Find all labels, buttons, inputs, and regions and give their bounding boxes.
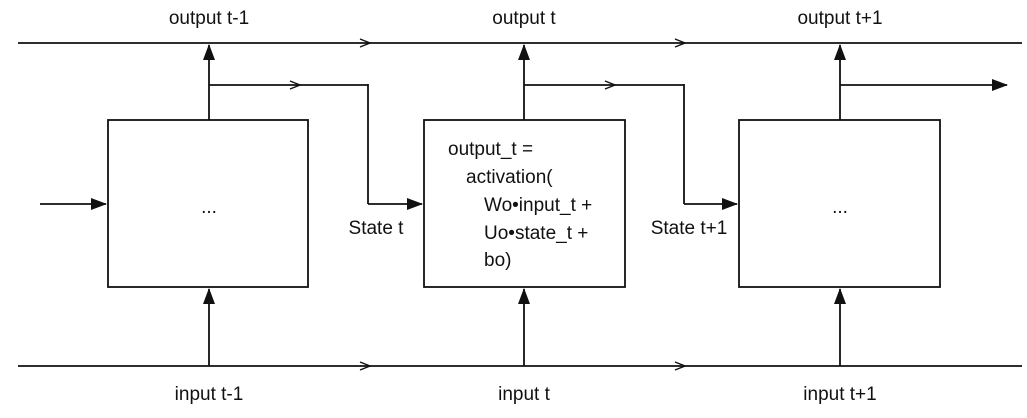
cell-right: [738, 119, 941, 288]
label-output-cur: output t: [492, 8, 556, 29]
state-t-connector: [209, 84, 423, 210]
cell-middle: [423, 119, 626, 288]
cell-left: [107, 119, 309, 288]
label-output-prev: output t-1: [169, 8, 249, 29]
formula-line-1: output_t =: [448, 139, 533, 160]
formula-line-5: bo): [484, 250, 511, 271]
label-state-t1: State t+1: [651, 218, 728, 239]
label-output-next: output t+1: [797, 8, 882, 29]
formula-line-3: Wo•input_t +: [484, 195, 592, 216]
label-input-next: input t+1: [803, 384, 876, 405]
state-t1-connector: [524, 84, 738, 210]
formula-line-4: Uo•state_t +: [484, 223, 588, 244]
label-state-t: State t: [349, 218, 405, 239]
label-input-prev: input t-1: [175, 384, 244, 405]
cell-left-placeholder: ...: [201, 197, 217, 218]
label-input-cur: input t: [498, 384, 550, 405]
cell-right-placeholder: ...: [832, 197, 848, 218]
formula-line-2: activation(: [466, 167, 553, 188]
